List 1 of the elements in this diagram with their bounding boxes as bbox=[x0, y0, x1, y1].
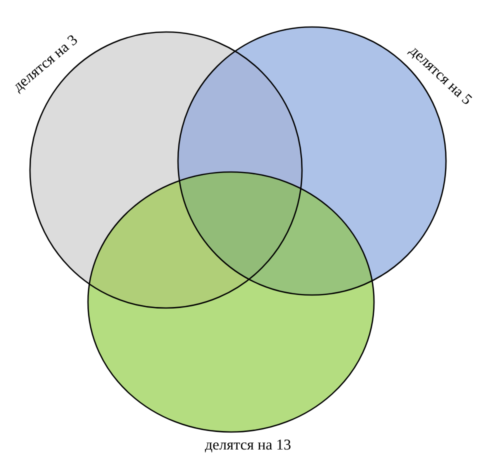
set-label: делятся на 13 bbox=[204, 440, 290, 452]
